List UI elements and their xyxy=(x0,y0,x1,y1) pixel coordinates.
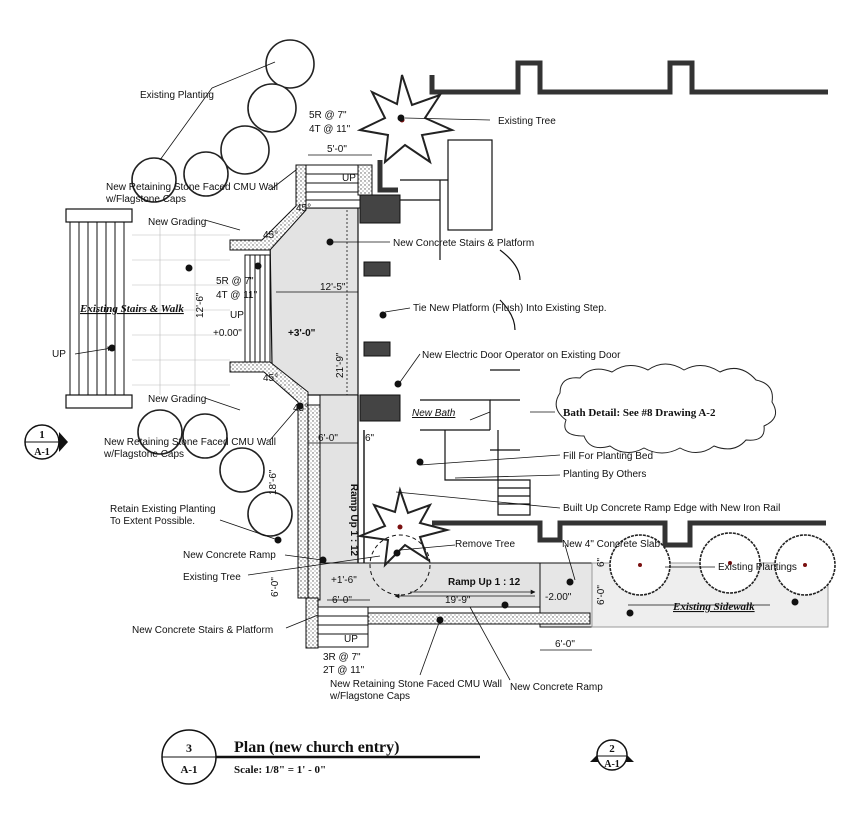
platform-length-dim: 21'-9" xyxy=(335,352,346,378)
ramp-length-dim: 19'-9" xyxy=(445,595,471,606)
existing-tree-left-label: Existing Tree xyxy=(183,572,241,583)
existing-planting xyxy=(131,39,315,537)
title-block: 3 A-1 Plan (new church entry) Scale: 1/8… xyxy=(34,429,620,776)
stairs-platform-top-label: New Concrete Stairs & Platform xyxy=(393,238,534,249)
existing-stairs-walk xyxy=(65,208,230,409)
new-concrete-platform xyxy=(269,207,829,628)
leader-lines xyxy=(159,61,770,681)
landing-elev-label: +1'-6" xyxy=(331,575,357,586)
retain-planting-label-2: To Extent Possible. xyxy=(110,516,195,527)
elev-low-label: -2.00" xyxy=(545,592,572,603)
existing-tree-bottom xyxy=(356,486,451,596)
up-left-label: UP xyxy=(230,310,244,321)
new-ramp-left-label: New Concrete Ramp xyxy=(183,550,276,561)
ramp-up-vertical-label: Ramp Up 1 : 12 xyxy=(348,484,359,557)
bath-detail-label: Bath Detail: See #8 Drawing A-2 xyxy=(563,407,716,419)
callout-dots xyxy=(108,114,799,624)
left-stair-risers: 5R @ 7" xyxy=(216,276,254,287)
angle-label-1: 45° xyxy=(296,203,311,214)
bottom-stair-treads: 2T @ 11" xyxy=(323,665,365,676)
elev-zero-label: +0.00" xyxy=(213,328,242,339)
slab-side-dim: 6'-0" xyxy=(596,585,607,605)
new-ramp-bottom-label: New Concrete Ramp xyxy=(510,682,603,693)
planting-trunks xyxy=(638,561,807,567)
elev-platform-label: +3'-0" xyxy=(288,328,316,339)
remove-tree-label: Remove Tree xyxy=(455,539,515,550)
up-bottom-label: UP xyxy=(344,634,358,645)
new-grading-top-label: New Grading xyxy=(148,217,206,228)
landing-width-dim: 6'-0" xyxy=(332,595,352,606)
existing-plantings-label: Existing Plantings xyxy=(718,562,797,573)
dimension-labels: 5R @ 7" 4T @ 11" 5'-0" UP 5R @ 7" 4T @ 1… xyxy=(52,110,607,676)
planting-by-others-label: Planting By Others xyxy=(563,469,646,480)
up-walk-label: UP xyxy=(52,349,66,360)
wall-caps-label-mid: w/Flagstone Caps xyxy=(103,449,184,460)
angle-label-3: 45° xyxy=(263,373,278,384)
new-concrete-stairs xyxy=(244,164,369,648)
existing-building-wall xyxy=(377,60,828,548)
angle-label-2: 45° xyxy=(263,230,278,241)
rail-gap-dim: 6" xyxy=(365,433,375,444)
new-grading-bottom-label: New Grading xyxy=(148,394,206,405)
door-operator-label: New Electric Door Operator on Existing D… xyxy=(422,350,621,361)
walk-depth-dim: 12'-6" xyxy=(195,292,206,318)
fill-planting-label: Fill For Planting Bed xyxy=(563,451,653,462)
wall-caps-label-top: w/Flagstone Caps xyxy=(105,194,186,205)
new-bath-label: New Bath xyxy=(412,408,456,419)
angle-label-4: 45° xyxy=(293,403,308,414)
top-stair-treads: 4T @ 11" xyxy=(309,124,351,135)
section-marker-left xyxy=(24,424,68,460)
title-marker-number: 3 xyxy=(186,741,192,755)
section-marker-right xyxy=(590,739,634,771)
slab-six-dim: 6" xyxy=(596,557,607,567)
wall-label-top: New Retaining Stone Faced CMU Wall xyxy=(106,182,278,193)
wall-caps-label-bottom: w/Flagstone Caps xyxy=(329,691,410,702)
planting-dim: 18'-6" xyxy=(268,469,279,495)
top-stair-risers: 5R @ 7" xyxy=(309,110,347,121)
new-slab-label: New 4" Concrete Slab xyxy=(562,539,660,550)
callout-labels: Existing Planting New Retaining Stone Fa… xyxy=(79,90,797,702)
up-top-label: UP xyxy=(342,173,356,184)
drawing-scale: Scale: 1/8" = 1' - 0" xyxy=(234,764,326,776)
right-marker-number: 2 xyxy=(609,743,615,755)
existing-tree-top-label: Existing Tree xyxy=(498,116,556,127)
drawing-title: Plan (new church entry) xyxy=(234,739,399,756)
top-width-dim: 5'-0" xyxy=(327,144,347,155)
existing-doors xyxy=(400,139,531,516)
title-marker-sheet: A-1 xyxy=(180,764,197,776)
retain-planting-label: Retain Existing Planting xyxy=(110,504,216,515)
stairs-platform-bottom-label: New Concrete Stairs & Platform xyxy=(132,625,273,636)
retaining-walls xyxy=(229,164,591,649)
wall-label-bottom: New Retaining Stone Faced CMU Wall xyxy=(330,679,502,690)
left-marker-number: 1 xyxy=(39,429,45,441)
existing-stairs-walk-label: Existing Stairs & Walk xyxy=(79,303,184,315)
dimension-lines xyxy=(74,154,592,651)
existing-planting-label: Existing Planting xyxy=(140,90,214,101)
landing-side-dim: 6'-0" xyxy=(270,577,281,597)
right-marker-sheet: A-1 xyxy=(604,759,620,770)
bottom-stair-risers: 3R @ 7" xyxy=(323,652,361,663)
ramp-up-horizontal-label: Ramp Up 1 : 12 xyxy=(448,577,521,588)
ramp-width-dim: 6'-0" xyxy=(318,433,338,444)
tie-platform-label: Tie New Platform (Flush) Into Existing S… xyxy=(413,303,607,314)
ramp-edge-label: Built Up Concrete Ramp Edge with New Iro… xyxy=(563,503,780,514)
platform-width-dim: 12'-5" xyxy=(320,282,346,293)
bath-detail-cloud xyxy=(555,363,777,454)
left-marker-sheet: A-1 xyxy=(34,447,50,458)
left-stair-treads: 4T @ 11" xyxy=(216,290,258,301)
iron-rail xyxy=(357,395,365,563)
existing-sidewalk-label: Existing Sidewalk xyxy=(672,601,755,613)
title-marker xyxy=(161,729,480,785)
wall-label-mid: New Retaining Stone Faced CMU Wall xyxy=(104,437,276,448)
slab-dim: 6'-0" xyxy=(555,639,575,650)
door-sills xyxy=(359,194,401,422)
